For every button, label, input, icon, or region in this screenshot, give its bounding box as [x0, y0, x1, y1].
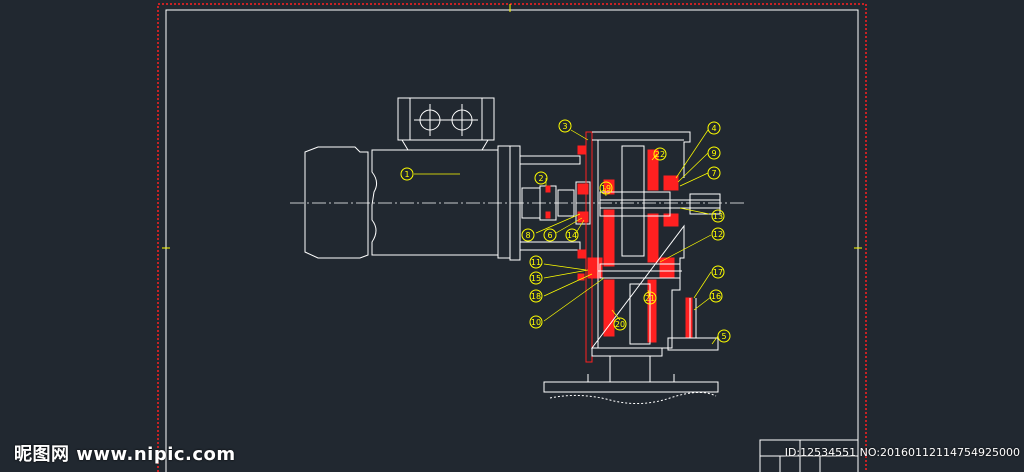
part-balloon-7: 7: [707, 166, 721, 180]
balloon-circle: [529, 289, 543, 303]
balloon-circle: [613, 317, 627, 331]
part-balloon-20: 20: [613, 317, 627, 331]
balloon-circle: [599, 181, 613, 195]
balloon-circle: [521, 228, 535, 242]
balloon-label: 5: [721, 332, 726, 341]
part-balloon-1: 1: [400, 167, 414, 181]
part-balloon-8: 8: [521, 228, 535, 242]
balloon-label: 3: [562, 122, 567, 131]
balloon-label: 14: [567, 231, 577, 240]
balloon-label: 8: [525, 231, 530, 240]
part-balloon-16: 16: [709, 289, 723, 303]
part-balloon-13: 13: [711, 209, 725, 223]
gearbox-section: [545, 131, 693, 363]
balloon-circle: [709, 289, 723, 303]
watermark-site: 昵图网 www.nipic.com: [14, 444, 236, 465]
balloon-circle: [529, 315, 543, 329]
balloon-circle: [565, 228, 579, 242]
balloon-circle: [643, 291, 657, 305]
leader-lines: [414, 129, 719, 345]
balloon-label: 4: [711, 124, 716, 133]
balloon-label: 21: [645, 294, 655, 303]
part-balloon-14: 14: [565, 228, 579, 242]
balloon-label: 6: [547, 231, 552, 240]
title-block: [759, 439, 859, 472]
part-balloon-15: 15: [529, 271, 543, 285]
part-balloon-18: 18: [529, 289, 543, 303]
balloon-circle: [653, 147, 667, 161]
part-balloon-2: 2: [534, 171, 548, 185]
motor: [304, 97, 511, 259]
part-balloon-22: 22: [653, 147, 667, 161]
part-balloon-17: 17: [711, 265, 725, 279]
part-balloon-19: 19: [599, 181, 613, 195]
balloon-circle: [529, 255, 543, 269]
drawing-border: [157, 3, 867, 472]
watermark-id: ID:12534551 NO:20160112114754925000: [784, 446, 1020, 459]
balloon-circle: [711, 265, 725, 279]
balloon-circle: [543, 228, 557, 242]
part-balloon-5: 5: [717, 329, 731, 343]
balloon-circle: [711, 227, 725, 241]
balloon-label: 15: [531, 274, 541, 283]
part-balloon-11: 11: [529, 255, 543, 269]
balloon-circle: [707, 121, 721, 135]
part-balloon-21: 21: [643, 291, 657, 305]
balloon-label: 9: [711, 149, 716, 158]
balloon-label: 22: [655, 150, 665, 159]
part-balloon-12: 12: [711, 227, 725, 241]
balloon-circle: [707, 166, 721, 180]
part-balloon-10: 10: [529, 315, 543, 329]
balloon-circle: [529, 271, 543, 285]
balloon-circle: [711, 209, 725, 223]
balloon-label: 7: [711, 169, 716, 178]
balloon-label: 18: [531, 292, 541, 301]
balloon-label: 20: [615, 320, 625, 329]
balloon-label: 12: [713, 230, 723, 239]
balloon-label: 17: [713, 268, 723, 277]
balloon-label: 1: [404, 170, 409, 179]
balloon-label: 13: [713, 212, 723, 221]
balloon-circle: [534, 171, 548, 185]
balloon-label: 11: [531, 258, 541, 267]
balloon-label: 16: [711, 292, 721, 301]
part-balloon-3: 3: [558, 119, 572, 133]
part-balloon-4: 4: [707, 121, 721, 135]
part-balloon-6: 6: [543, 228, 557, 242]
balloon-label: 2: [538, 174, 543, 183]
balloon-label: 10: [531, 318, 541, 327]
part-balloon-9: 9: [707, 146, 721, 160]
base-stand: [543, 347, 719, 404]
balloon-circle: [400, 167, 414, 181]
balloon-circle: [717, 329, 731, 343]
balloon-circle: [707, 146, 721, 160]
balloon-circle: [558, 119, 572, 133]
balloon-label: 19: [601, 184, 611, 193]
